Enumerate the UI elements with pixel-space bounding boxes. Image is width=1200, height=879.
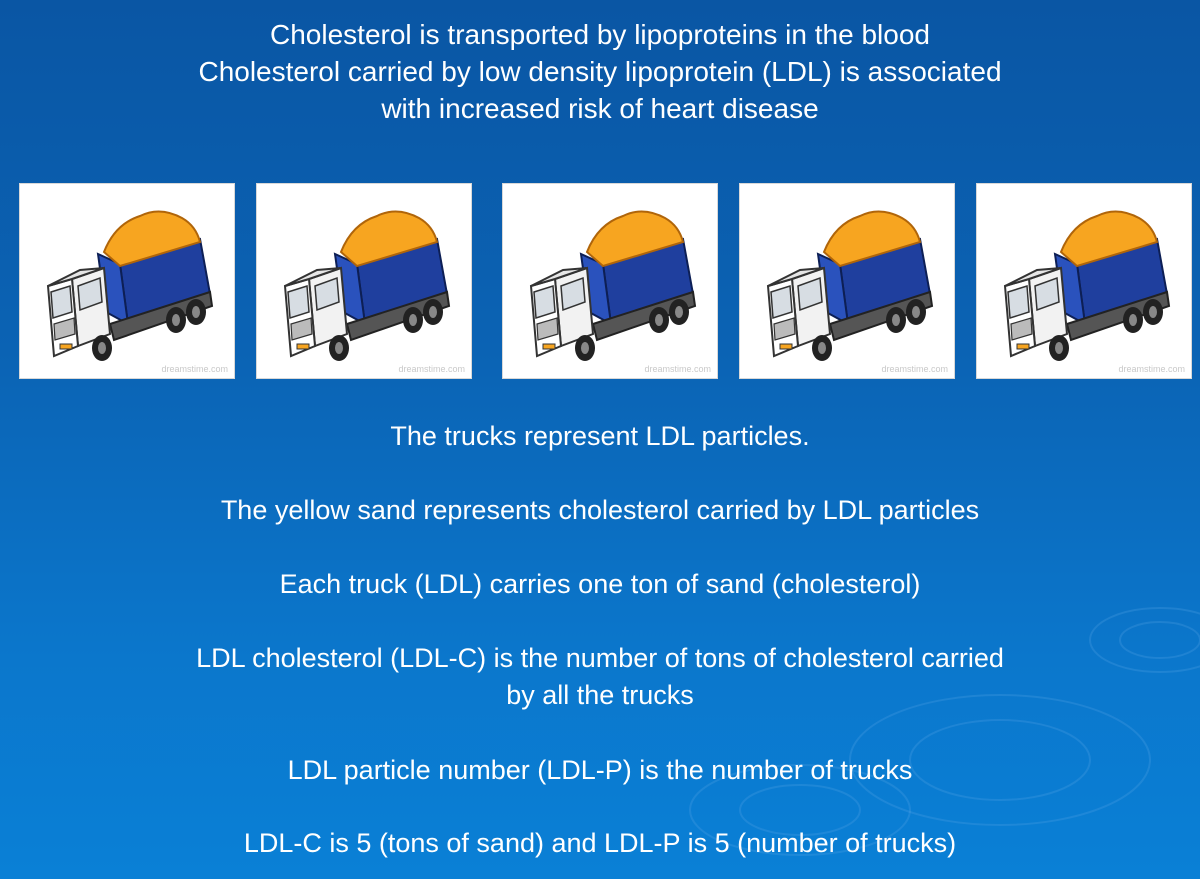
watermark: dreamstime.com <box>1118 364 1185 374</box>
truck-icon <box>47 210 213 362</box>
body-p2: The yellow sand represents cholesterol c… <box>220 495 980 525</box>
body-p1: The trucks represent LDL particles. <box>390 421 810 451</box>
header-line-3: with increased risk of heart disease <box>381 93 819 124</box>
body-p4-line2: by all the trucks <box>506 680 694 710</box>
truck-image-row: dreamstime.com dreamstime.com dreamstime… <box>0 183 1200 379</box>
truck-image-5: dreamstime.com <box>976 183 1192 379</box>
watermark: dreamstime.com <box>161 364 228 374</box>
truck-image-4: dreamstime.com <box>739 183 955 379</box>
slide-header: Cholesterol is transported by lipoprotei… <box>0 16 1200 127</box>
body-p5: LDL particle number (LDL-P) is the numbe… <box>287 755 913 785</box>
truck-icon <box>530 210 696 362</box>
watermark: dreamstime.com <box>881 364 948 374</box>
truck-icon <box>1004 210 1170 362</box>
watermark: dreamstime.com <box>398 364 465 374</box>
truck-icon <box>767 210 933 362</box>
truck-image-2: dreamstime.com <box>256 183 472 379</box>
truck-image-3: dreamstime.com <box>502 183 718 379</box>
body-p3: Each truck (LDL) carries one ton of sand… <box>279 569 921 599</box>
header-line-2: Cholesterol carried by low density lipop… <box>198 56 1002 87</box>
watermark: dreamstime.com <box>644 364 711 374</box>
header-line-1: Cholesterol is transported by lipoprotei… <box>270 19 930 50</box>
body-p6: LDL-C is 5 (tons of sand) and LDL-P is 5… <box>243 828 957 858</box>
truck-image-1: dreamstime.com <box>19 183 235 379</box>
truck-icon <box>284 210 450 362</box>
body-p4-line1: LDL cholesterol (LDL-C) is the number of… <box>196 643 1004 673</box>
